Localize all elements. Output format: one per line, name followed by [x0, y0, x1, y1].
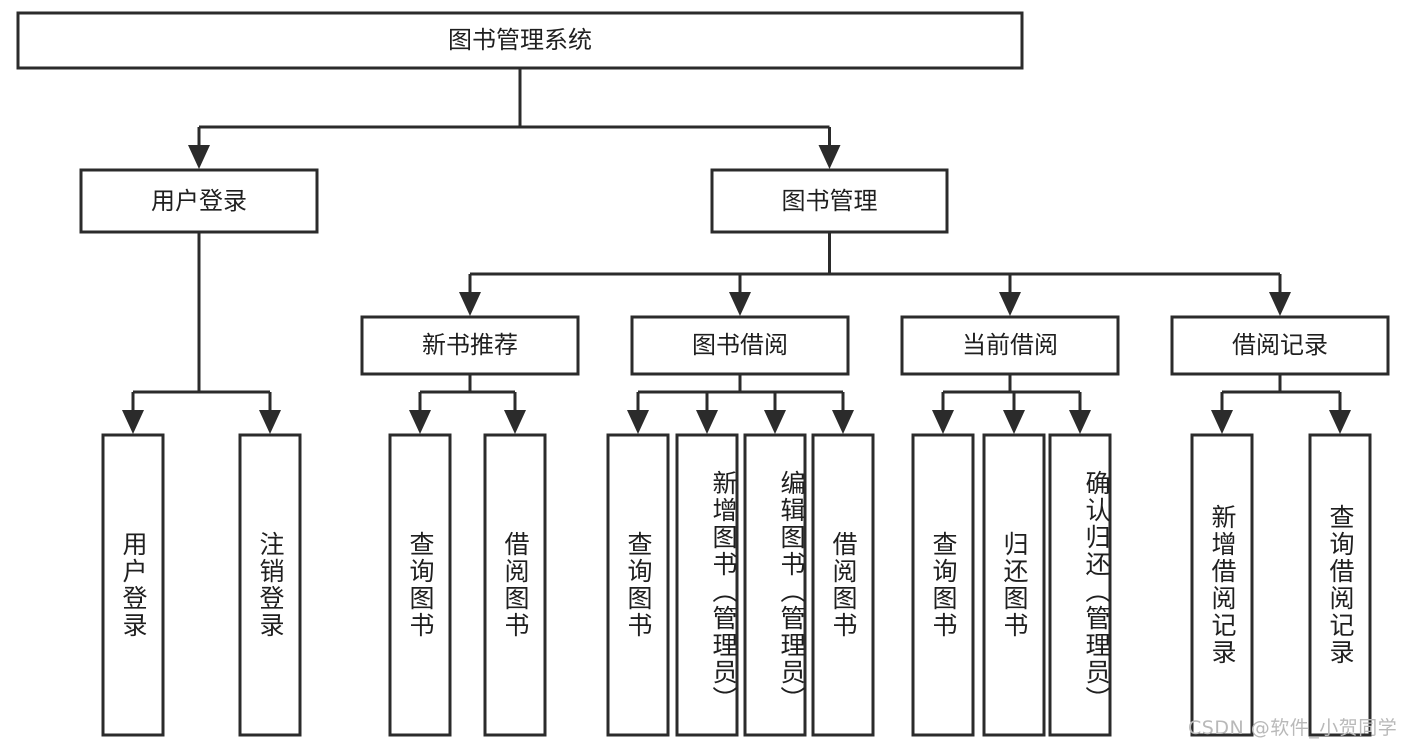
arrow-login-1: [259, 410, 281, 434]
arrow-records-0: [1211, 410, 1233, 434]
arrow-borrow-1: [696, 410, 718, 434]
arrow-newbook-0: [409, 410, 431, 434]
arrow-bookmgmt-3: [1269, 292, 1291, 316]
node-box-leaf-rec-1[interactable]: [1190, 433, 1254, 737]
node-box-leaf-login-1[interactable]: [101, 433, 165, 737]
arrow-records-1: [1329, 410, 1351, 434]
node-box-leaf-cur-3[interactable]: [1048, 433, 1112, 737]
arrow-current-1: [1003, 410, 1025, 434]
node-box-newbook[interactable]: [360, 315, 580, 376]
node-box-leaf-borrow-2[interactable]: [675, 433, 739, 737]
node-box-leaf-borrow-4[interactable]: [811, 433, 875, 737]
node-box-login[interactable]: [79, 168, 319, 234]
watermark: CSDN @软件_小贺同学: [1188, 717, 1398, 739]
arrow-bookmgmt-2: [999, 292, 1021, 316]
node-box-leaf-new-1[interactable]: [388, 433, 452, 737]
node-box-bookmgmt[interactable]: [710, 168, 949, 234]
arrow-bookmgmt-0: [459, 292, 481, 316]
node-box-leaf-borrow-1[interactable]: [606, 433, 670, 737]
node-box-leaf-borrow-3[interactable]: [743, 433, 807, 737]
arrow-root-1: [818, 145, 841, 169]
arrow-current-2: [1069, 410, 1091, 434]
node-box-borrow[interactable]: [630, 315, 850, 376]
arrow-current-0: [932, 410, 954, 434]
node-box-leaf-login-2[interactable]: [238, 433, 302, 737]
arrow-borrow-3: [832, 410, 854, 434]
node-box-leaf-cur-1[interactable]: [911, 433, 975, 737]
arrow-root-0: [188, 145, 210, 169]
node-box-current[interactable]: [900, 315, 1120, 376]
node-box-root[interactable]: [16, 11, 1024, 70]
node-box-records[interactable]: [1170, 315, 1390, 376]
arrow-borrow-0: [627, 410, 649, 434]
arrow-borrow-2: [764, 410, 786, 434]
node-box-leaf-new-2[interactable]: [483, 433, 547, 737]
arrow-login-0: [122, 410, 144, 434]
node-box-leaf-rec-2[interactable]: [1308, 433, 1372, 737]
arrow-newbook-1: [504, 410, 526, 434]
node-box-leaf-cur-2[interactable]: [982, 433, 1046, 737]
arrow-bookmgmt-1: [729, 292, 751, 316]
